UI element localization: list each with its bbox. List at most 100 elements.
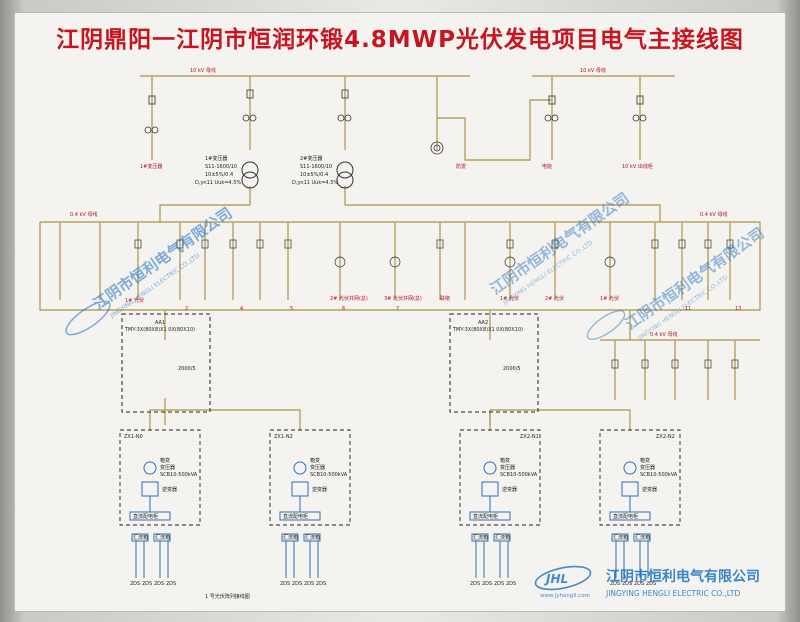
footnote: 1 号光伏阵列接线图 [205,593,250,600]
svg-text:2DS: 2DS [130,581,140,587]
svg-text:逆变器: 逆变器 [502,486,517,493]
lv-label-7: 2# 光伏并网(总) [330,295,368,302]
svg-text:江阴市恒利电气有限公司: 江阴市恒利电气有限公司 [622,224,767,333]
svg-text:江阴市恒利电气有限公司: 江阴市恒利电气有限公司 [90,204,235,313]
svg-text:汇流箱: 汇流箱 [155,534,170,541]
bus-10kv-right-label: 10 kV 母线 [580,67,606,74]
ct-a-label: 2000/5 [178,366,196,372]
lv-label-3: 4 [240,306,243,312]
svg-text:汇流箱: 汇流箱 [495,534,510,541]
feeder-label-5: 10 kV 出线柜 [622,163,653,170]
svg-text:直流配电柜: 直流配电柜 [133,513,158,520]
watermark-brand-cn: 江阴市恒利电气有限公司 [606,568,760,585]
svg-text:ZX1-N0: ZX1-N0 [124,434,143,440]
svg-text:汇流箱: 汇流箱 [635,534,650,541]
svg-text:箱变: 箱变 [160,457,170,464]
lv-label-11: 2# 光伏 [545,295,564,302]
lv-label-1: 1# 光伏 [125,297,144,304]
transformer1-model: S11-1600/10 [205,164,237,170]
svg-text:2DS: 2DS [142,581,152,587]
branch-1: ZX1-N2 箱变 变压器 SCB10-500kVA 逆变器 直流配电柜 汇流箱… [274,434,348,587]
watermark-brand-en: JINGYING HENGLI ELECTRIC CO.,LTD [605,589,740,598]
svg-text:逆变器: 逆变器 [312,486,327,493]
svg-text:汇流箱: 汇流箱 [283,534,298,541]
svg-text:箱变: 箱变 [640,457,650,464]
svg-text:2DS: 2DS [470,581,480,587]
transformer-1 [241,161,259,189]
svg-text:2DS: 2DS [304,581,314,587]
panel-aa1-model: TMY-3X(80X8)X1 0X(80X10) [124,327,195,333]
svg-text:直流配电柜: 直流配电柜 [283,513,308,520]
lv-label-10: 1# 光伏 [500,295,519,302]
svg-text:箱变: 箱变 [500,457,510,464]
svg-text:2DS: 2DS [316,581,326,587]
ct-b-label: 2000/5 [503,366,521,372]
svg-text:2DS: 2DS [646,581,656,587]
svg-text:逆变器: 逆变器 [642,486,657,493]
bus-04kv-right-label: 0.4 kV 母线 [700,211,727,218]
svg-text:变压器: 变压器 [640,464,655,471]
lv-label-14: 13 [735,306,741,312]
svg-text:直流配电柜: 直流配电柜 [613,513,638,520]
branch-2: ZX2-N1 箱变 变压器 SCB10-500kVA 逆变器 直流配电柜 汇流箱… [470,434,539,587]
svg-text:SCB10-500kVA: SCB10-500kVA [160,472,198,478]
feeder-label-3: 防雷 [456,163,466,170]
hv-section [140,75,675,222]
svg-text:2DS: 2DS [610,581,620,587]
lv-label-4: 5 [290,306,293,312]
lv-label-2: 2 [185,306,188,312]
svg-text:JHL: JHL [544,572,568,586]
transformer2-vector: D,yn11 Uuk=4.5% [292,180,338,186]
svg-text:直流配电柜: 直流配电柜 [473,513,498,520]
svg-text:ZX1-N2: ZX1-N2 [274,434,293,440]
panel-aa1-id: AA1 [155,320,165,326]
lv-label-8: 3# 光伏并网(总) [384,295,422,302]
svg-text:2DS: 2DS [166,581,176,587]
lv-label-9: 联络 [440,295,450,302]
svg-text:汇流箱: 汇流箱 [613,534,628,541]
bus-04kv-small-label: 0.4 kV 母线 [650,331,677,338]
lv-label-13: 11 [685,306,691,312]
panel-aa2-id: AA2 [478,320,488,326]
bus-04kv-left-label: 0.4 kV 母线 [70,211,97,218]
transformer1-ratio: 10±5%/0.4 [205,172,233,178]
watermark-url: www.jyhengli.com [540,593,590,599]
svg-text:2DS: 2DS [154,581,164,587]
transformer-2 [336,161,354,189]
pv-branches [119,429,681,578]
svg-text:2DS: 2DS [622,581,632,587]
svg-text:ZX2-N1: ZX2-N1 [520,434,539,440]
lv-label-12: 1# 光伏 [600,295,619,302]
svg-text:2DS: 2DS [506,581,516,587]
branch-3: ZX2-N2 箱变 变压器 SCB10-500kVA 逆变器 直流配电柜 汇流箱… [610,434,678,587]
transformer2-ratio: 10±5%/0.4 [300,172,328,178]
svg-text:汇流箱: 汇流箱 [133,534,148,541]
svg-text:变压器: 变压器 [500,464,515,471]
lv-devices [134,239,739,369]
feeder-label-1: 1#变压器 [140,163,162,170]
transformer2-name: 2#变压器 [300,155,322,162]
svg-text:逆变器: 逆变器 [162,486,177,493]
svg-text:ZX2-N2: ZX2-N2 [656,434,675,440]
svg-text:2DS: 2DS [482,581,492,587]
svg-text:SCB10-500kVA: SCB10-500kVA [310,472,348,478]
transformer1-name: 1#变压器 [205,155,227,162]
hv-devices [144,89,647,155]
lv-label-5: 6 [342,306,345,312]
jhl-logo: JHL [534,565,592,591]
watermark-left: 江阴市恒利电气有限公司 JINGYING HENGLI ELECTRIC CO.… [65,204,235,336]
panel-aa2 [449,313,539,413]
panel-aa2-model: TMY-3X(80X8)X1 0X(80X10) [452,327,523,333]
transformer2-model: S11-1600/10 [300,164,332,170]
svg-text:SCB10-500kVA: SCB10-500kVA [500,472,538,478]
svg-text:汇流箱: 汇流箱 [473,534,488,541]
svg-text:变压器: 变压器 [160,464,175,471]
svg-text:2DS: 2DS [494,581,504,587]
svg-text:2DS: 2DS [634,581,644,587]
svg-text:2DS: 2DS [280,581,290,587]
watermark-bottom: JHL www.jyhengli.com 江阴市恒利电气有限公司 JINGYIN… [534,565,760,599]
bus-10kv-left-label: 10 kV 母线 [190,67,216,74]
svg-text:变压器: 变压器 [310,464,325,471]
watermark-right: 江阴市恒利电气有限公司 JINGYING HENGLI ELECTRIC CO.… [586,224,767,342]
bus-04kv [39,221,761,311]
